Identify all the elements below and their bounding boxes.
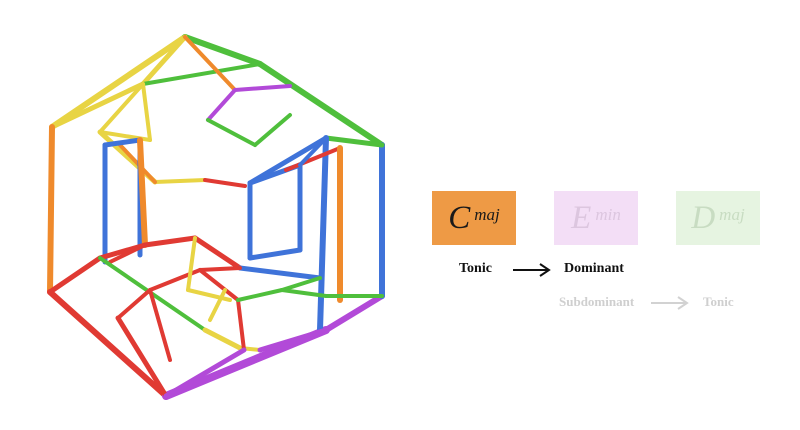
chord-c-major: C maj	[432, 191, 516, 245]
arrow-right-icon	[651, 296, 689, 310]
polytope-edge	[162, 326, 330, 400]
function-label-tonic: Tonic	[459, 261, 492, 276]
polytope-edge	[253, 113, 292, 147]
polytope-edge	[47, 124, 55, 295]
polytope-edge	[98, 82, 145, 134]
function-label-tonic-faded: Tonic	[703, 294, 734, 309]
polytope-edge	[323, 135, 385, 148]
chord-quality: maj	[474, 205, 500, 224]
polytope-edge	[49, 34, 188, 130]
polytope-edge	[284, 146, 342, 172]
polytope-edge	[148, 268, 202, 292]
chord-quality: min	[595, 205, 621, 224]
chord-root: C	[448, 199, 471, 236]
polytope-edge	[182, 34, 263, 67]
polytope-edge	[298, 136, 328, 167]
polytope-edge	[206, 118, 257, 147]
polytope-edge	[236, 288, 284, 302]
polytope-edge	[140, 34, 188, 87]
polytope-edge	[47, 255, 103, 295]
polytope-edge	[198, 266, 242, 272]
polytope-edge	[247, 247, 303, 261]
chord-quality: maj	[719, 205, 745, 224]
polytope-edge	[116, 288, 152, 320]
polytope-edge	[192, 235, 243, 271]
polytope-edge	[142, 235, 198, 248]
polytope-edge	[153, 178, 207, 184]
polytope-edge	[202, 327, 243, 351]
polytope-edge	[102, 137, 143, 148]
polytope-edge	[257, 327, 329, 353]
chord-d-major: D maj	[676, 191, 760, 245]
function-label-dominant: Dominant	[564, 261, 624, 276]
polytope-edge	[137, 137, 148, 248]
polytope-edge	[280, 288, 328, 298]
polytope-edge	[280, 276, 322, 292]
polytope-edge	[208, 288, 227, 322]
polytope-edge	[198, 268, 240, 302]
polytope-edge	[247, 135, 329, 186]
polytope-edge	[186, 288, 232, 302]
polytope-edge	[141, 82, 152, 142]
polytope-edge	[115, 315, 169, 399]
polytope-edge	[163, 347, 247, 399]
polytope-edge	[203, 178, 247, 188]
chord-root: E	[571, 199, 592, 236]
polytope-wireframe	[47, 34, 385, 400]
polytope-edge	[236, 298, 246, 352]
polytope-edge	[49, 81, 146, 130]
polytope-edge	[237, 265, 323, 281]
polytope-edge	[97, 242, 148, 261]
polytope-edge	[317, 135, 329, 333]
polytope-edge	[323, 293, 385, 333]
polytope-edge	[141, 62, 262, 86]
polytope-edge	[47, 289, 169, 399]
polytope-edge	[257, 61, 385, 148]
polytope-edge	[183, 35, 237, 92]
polytope-edge	[148, 288, 172, 362]
chord-root: D	[691, 199, 716, 236]
chord-e-minor: E min	[554, 191, 638, 245]
polytope-edge	[186, 236, 197, 292]
polytope-edge	[206, 88, 237, 122]
polytope-edge	[233, 84, 292, 92]
arrow-right-icon	[513, 263, 551, 277]
function-label-subdominant: Subdominant	[559, 294, 635, 309]
